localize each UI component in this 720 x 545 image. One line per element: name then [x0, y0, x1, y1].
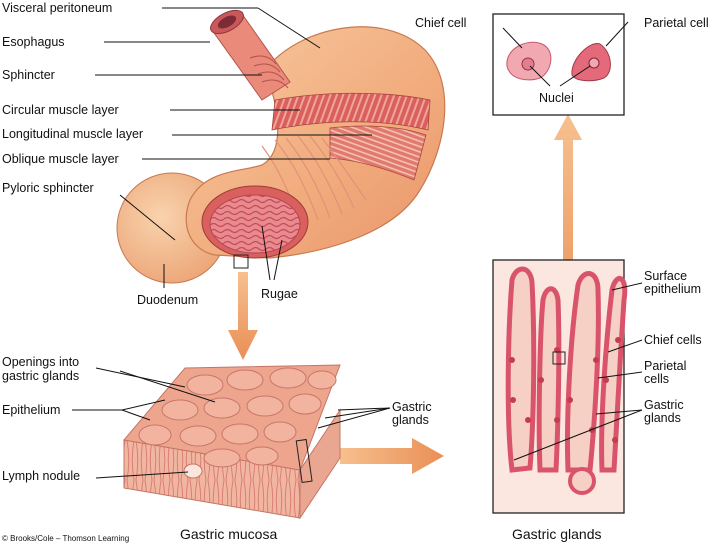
- gland-tubes: [505, 266, 628, 473]
- label-rugae: Rugae: [261, 287, 298, 301]
- label-lymph-nodule: Lymph nodule: [2, 469, 81, 483]
- oblique-muscle-fibers: [261, 135, 367, 227]
- label-duodenum: Duodenum: [137, 293, 199, 307]
- mucosa-top: [123, 364, 341, 471]
- stomach-illustration: [116, 9, 446, 284]
- label-surface-epithelium-line1: Surface: [644, 269, 688, 283]
- mucosa-side-right: [299, 408, 341, 520]
- copyright-notice: © Brooks/Cole – Thomson Learning: [2, 534, 130, 543]
- label-parietal-cell: Parietal cell: [644, 16, 709, 30]
- gland-cross-section: [568, 467, 596, 495]
- gastric-mucosa-block: [72, 364, 391, 520]
- label-gastric-glands-right-line2: glands: [644, 411, 681, 425]
- label-visceral-peritoneum: Visceral peritoneum: [2, 1, 113, 15]
- arrow-up: [554, 114, 582, 352]
- caption-gastric-glands: Gastric glands: [512, 526, 602, 542]
- label-gastric-glands-mid-line1: Gastric: [392, 400, 432, 414]
- label-openings-line2: gastric glands: [2, 369, 80, 383]
- label-chief-cells: Chief cells: [644, 333, 702, 347]
- cells-panel: [492, 13, 629, 116]
- flow-arrows: [228, 114, 582, 474]
- label-gastric-glands-mid-line2: glands: [392, 413, 429, 427]
- longitudinal-muscle-band: [329, 125, 427, 181]
- lymph-nodule-shape: [183, 463, 203, 479]
- caption-gastric-mucosa: Gastric mucosa: [180, 526, 278, 542]
- label-gastric-glands-right-line1: Gastric: [644, 398, 684, 412]
- leader-lines-stomach: [95, 7, 372, 288]
- label-surface-epithelium-line2: epithelium: [644, 282, 701, 296]
- sample-marker-stomach: [233, 254, 249, 269]
- label-nuclei: Nuclei: [539, 91, 574, 105]
- arrow-down: [228, 272, 258, 360]
- mucosa-cobbles: [138, 367, 337, 468]
- label-esophagus: Esophagus: [2, 35, 65, 49]
- sample-marker-gland: [552, 351, 566, 365]
- label-circular-muscle-layer: Circular muscle layer: [2, 103, 119, 117]
- label-openings-line1: Openings into: [2, 355, 80, 369]
- circular-muscle-band: [271, 92, 431, 131]
- sample-marker-mucosa: [295, 438, 313, 484]
- label-epithelium: Epithelium: [2, 403, 61, 417]
- label-sphincter: Sphincter: [2, 68, 55, 82]
- label-parietal-cells-line1: Parietal: [644, 359, 687, 373]
- sphincter-rings: [249, 55, 289, 89]
- label-longitudinal-muscle-layer: Longitudinal muscle layer: [2, 127, 144, 141]
- label-chief-cell: Chief cell: [415, 16, 467, 30]
- label-parietal-cells-line2: cells: [644, 372, 670, 386]
- gastric-glands-panel: [492, 259, 643, 514]
- label-pyloric-sphincter: Pyloric sphincter: [2, 181, 94, 195]
- rugae-lining: [210, 195, 300, 253]
- arrow-right: [340, 438, 444, 474]
- label-oblique-muscle-layer: Oblique muscle layer: [2, 152, 119, 166]
